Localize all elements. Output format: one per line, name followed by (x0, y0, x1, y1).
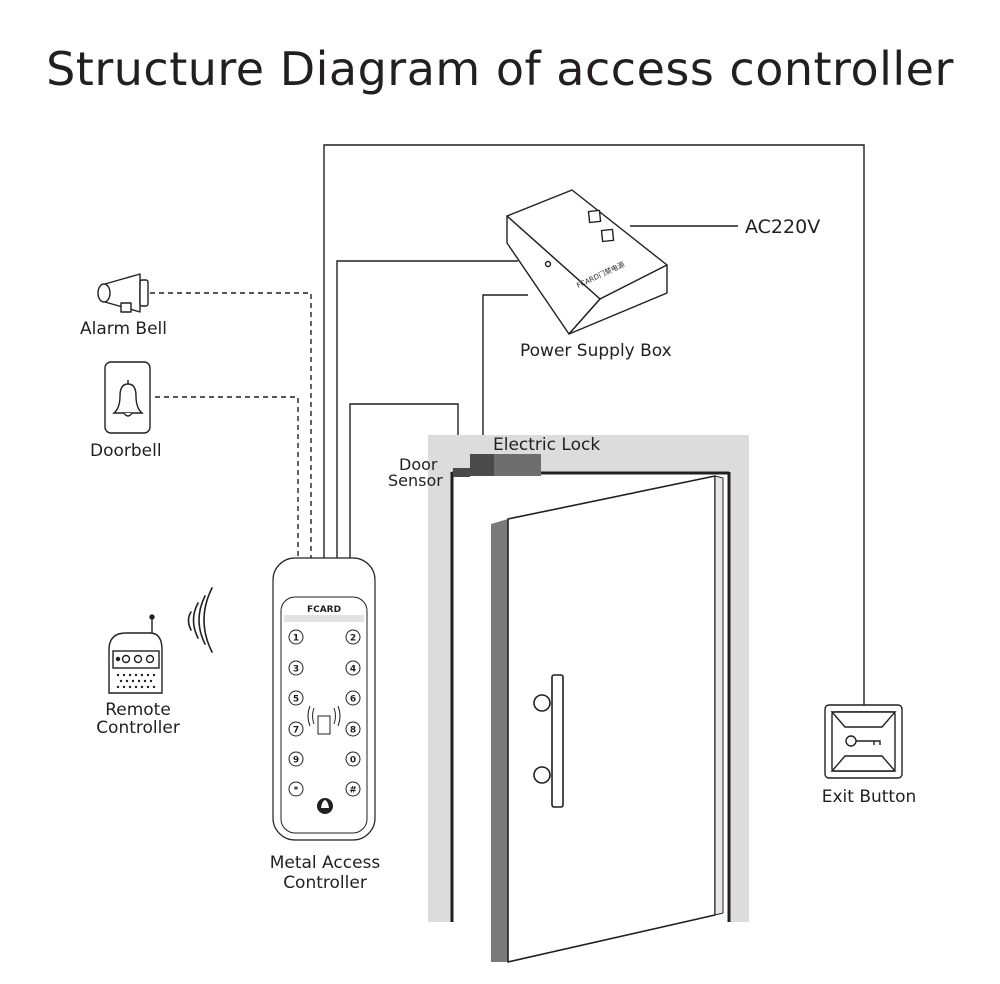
exit-button-icon (824, 704, 903, 779)
doorbell-label: Doorbell (90, 441, 162, 461)
bell-key (317, 798, 333, 814)
alarm-bell-icon (97, 273, 149, 313)
keypad-key-0 (345, 751, 361, 767)
access-controller: FCARD 1 2 3 4 5 6 7 8 9 0 * # (272, 557, 376, 841)
metal-access-label-line2: Controller (283, 873, 367, 893)
wire-alarm-bell (150, 292, 312, 558)
keypad-key-label: 2 (350, 634, 356, 644)
doorbell-icon (104, 361, 151, 434)
keypad-key-label: 4 (350, 665, 356, 675)
power-supply-box (506, 189, 668, 335)
keypad-key-label: 9 (293, 756, 299, 766)
door-handle (533, 674, 564, 808)
keypad-key-label: 5 (293, 695, 299, 705)
wire-power-lock (482, 294, 528, 455)
electric-lock (470, 454, 541, 476)
alarm-bell-label: Alarm Bell (80, 319, 167, 339)
wire-exit-button (323, 144, 865, 705)
power-supply-box-label: Power Supply Box (520, 341, 672, 361)
door-sensor-label-line1: Door (399, 455, 438, 474)
dashed-wiring (150, 292, 312, 558)
door-leaf (491, 475, 724, 963)
keypad-key-5 (288, 690, 304, 706)
keypad-key-6 (345, 690, 361, 706)
remote-controller-icon (108, 614, 163, 694)
ac-power-label: AC220V (745, 216, 820, 238)
exit-button-label: Exit Button (822, 787, 917, 807)
wiring (323, 144, 865, 705)
keypad-key-label: * (294, 786, 299, 796)
remote-controller-label-line1: Remote (105, 700, 171, 720)
page-title: Structure Diagram of access controller (46, 42, 954, 96)
keypad-key-1 (288, 629, 304, 645)
keypad-key-4 (345, 660, 361, 676)
card-reader-icon (307, 705, 341, 735)
keypad-key-label: 0 (350, 756, 356, 766)
keypad-key-2 (345, 629, 361, 645)
keypad-key-label: 8 (350, 726, 356, 736)
keypad-key-3 (288, 660, 304, 676)
keypad-key-8 (345, 721, 361, 737)
keypad-brand: FCARD (307, 605, 341, 615)
keypad-key-star (288, 781, 304, 797)
keypad-key-hash (345, 781, 361, 797)
keypad-key-label: 6 (350, 695, 356, 705)
keypad-key-label: # (349, 786, 357, 796)
keypad-key-9 (288, 751, 304, 767)
keypad-key-label: 1 (293, 634, 299, 644)
wire-doorbell (155, 396, 299, 558)
keypad-key-7 (288, 721, 304, 737)
labels: AC220V Power Supply Box Electric Lock Do… (80, 216, 916, 893)
door-sensor (453, 468, 470, 477)
metal-access-label-line1: Metal Access (270, 853, 381, 873)
wireless-signal-icon (187, 587, 213, 653)
remote-controller-label-line2: Controller (96, 718, 180, 738)
keypad-key-label: 3 (293, 665, 299, 675)
keypad-key-label: 7 (293, 726, 299, 736)
keypad-keys: 1 2 3 4 5 6 7 8 9 0 * # (288, 629, 361, 797)
wire-power-controller (336, 260, 518, 558)
door-sensor-label-line2: Sensor (388, 471, 443, 490)
electric-lock-label: Electric Lock (493, 435, 600, 455)
